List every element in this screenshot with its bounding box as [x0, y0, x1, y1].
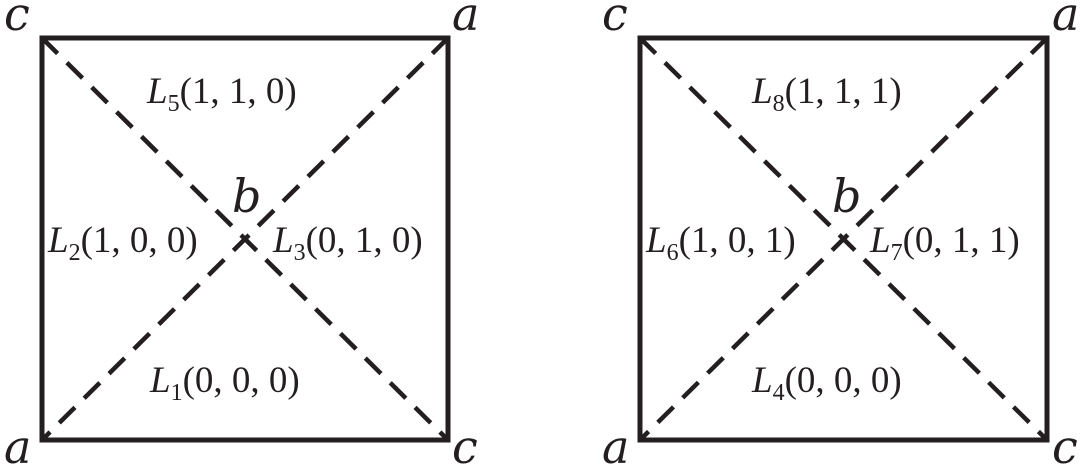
- panel-right-vertex-bottom-right: c: [1052, 420, 1078, 469]
- panel-left-vertex-center: b: [232, 169, 261, 223]
- panel-right-region-top: L8(1, 1, 1): [751, 71, 902, 117]
- region-coords: (0, 0, 0): [785, 360, 902, 401]
- panel-left-region-left: L2(1, 0, 0): [47, 220, 198, 266]
- panel-left: c a a c b L5(1, 1, 0) L2(1, 0, 0) L3(0, …: [4, 0, 479, 469]
- panel-right-vertex-bottom-left: a: [602, 420, 629, 469]
- panel-left-diagonal-a-to-a: [40, 36, 450, 442]
- region-subscript: 3: [294, 240, 306, 266]
- region-symbol: L: [645, 220, 667, 261]
- panel-left-vertex-top-right: a: [452, 0, 479, 41]
- panel-left-vertex-bottom-left: a: [4, 420, 31, 469]
- panel-left-region-bottom: L1(0, 0, 0): [149, 360, 300, 406]
- panel-left-vertex-bottom-right: c: [452, 420, 478, 469]
- region-coords: (1, 1, 1): [785, 71, 902, 112]
- region-symbol: L: [751, 71, 773, 112]
- region-coords: (1, 0, 0): [81, 220, 198, 261]
- region-coords: (0, 1, 0): [306, 220, 423, 261]
- region-symbol: L: [869, 220, 891, 261]
- region-coords: (0, 1, 1): [903, 220, 1020, 261]
- panel-right-vertex-top-left: c: [602, 0, 628, 41]
- panel-right-square: [637, 35, 1050, 443]
- region-subscript: 1: [171, 380, 183, 406]
- panel-right-vertex-center: b: [832, 169, 861, 223]
- panel-right-diagonal-a-to-a: [638, 36, 1049, 442]
- panel-right-region-bottom: L4(0, 0, 0): [751, 360, 902, 406]
- region-symbol: L: [149, 360, 171, 401]
- region-coords: (0, 0, 0): [183, 360, 300, 401]
- panel-right: c a a c b L8(1, 1, 1) L6(1, 0, 1) L7(0, …: [602, 0, 1079, 469]
- region-coords: (1, 1, 0): [180, 71, 297, 112]
- region-coords: (1, 0, 1): [679, 220, 796, 261]
- panel-right-region-right: L7(0, 1, 1): [869, 220, 1020, 266]
- region-symbol: L: [47, 220, 69, 261]
- panel-left-vertex-top-left: c: [4, 0, 30, 41]
- panel-right-region-left: L6(1, 0, 1): [645, 220, 796, 266]
- region-subscript: 6: [667, 240, 679, 266]
- panel-left-region-right: L3(0, 1, 0): [272, 220, 423, 266]
- region-symbol: L: [751, 360, 773, 401]
- region-symbol: L: [272, 220, 294, 261]
- panel-left-square: [39, 35, 451, 443]
- region-symbol: L: [146, 71, 168, 112]
- region-subscript: 5: [168, 91, 180, 117]
- region-subscript: 2: [69, 240, 81, 266]
- region-subscript: 4: [773, 380, 785, 406]
- panel-left-region-top: L5(1, 1, 0): [146, 71, 297, 117]
- region-subscript: 7: [891, 240, 903, 266]
- panel-right-vertex-top-right: a: [1052, 0, 1079, 41]
- region-subscript: 8: [773, 91, 785, 117]
